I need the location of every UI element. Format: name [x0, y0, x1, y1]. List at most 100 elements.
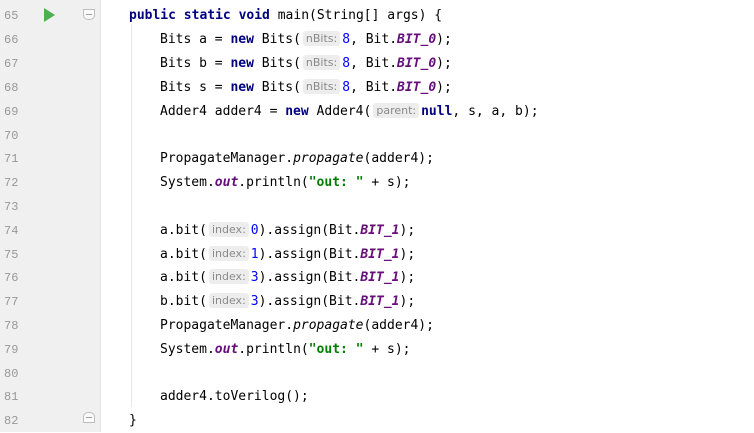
code-text: ); — [436, 80, 452, 95]
number-literal: 0 — [250, 223, 259, 238]
code-text: Adder4 adder4 = — [160, 104, 286, 119]
code-text: a.bit( — [160, 223, 207, 238]
code-line-79[interactable]: System.out.println("out: " + s); — [160, 338, 411, 362]
code-line-65[interactable]: public static void main(String[] args) { — [129, 4, 442, 28]
string-literal: "out: " — [308, 175, 364, 190]
parameter-hint: index: — [208, 269, 249, 284]
line-number: 65 — [4, 9, 19, 23]
fold-start-icon[interactable] — [83, 9, 95, 20]
code-text: a.bit( — [160, 247, 207, 262]
code-text: Adder4( — [308, 104, 372, 119]
code-text: ).assign(Bit. — [258, 270, 361, 285]
code-text: + s); — [363, 342, 411, 357]
line-number: 74 — [4, 224, 19, 238]
code-line-76[interactable]: a.bit(index:3).assign(Bit.BIT_1); — [160, 266, 415, 290]
line-number: 70 — [4, 129, 19, 143]
code-line-71[interactable]: PropagateManager.propagate(adder4); — [160, 147, 434, 171]
keyword: public static void — [129, 8, 270, 23]
keyword: new — [285, 104, 309, 119]
code-text: b.bit( — [160, 294, 207, 309]
line-number: 68 — [4, 81, 19, 95]
code-text: Bits( — [253, 80, 301, 95]
code-text: ).assign(Bit. — [258, 294, 361, 309]
keyword: new — [230, 80, 254, 95]
code-text: ); — [399, 247, 416, 262]
static-field: out — [214, 175, 239, 190]
code-text: Bits a = — [160, 32, 231, 47]
line-number: 76 — [4, 271, 19, 285]
line-number: 81 — [4, 390, 19, 404]
line-number: 75 — [4, 248, 19, 262]
keyword: new — [230, 32, 254, 47]
number-literal: 8 — [342, 80, 351, 95]
indent-guide — [131, 24, 132, 407]
run-triangle-icon[interactable] — [44, 8, 55, 22]
static-field: BIT_0 — [397, 80, 437, 95]
static-field: out — [214, 342, 239, 357]
static-field: BIT_1 — [360, 270, 400, 285]
static-field: BIT_1 — [360, 223, 400, 238]
number-literal: 3 — [250, 270, 259, 285]
code-text: , Bit. — [350, 32, 398, 47]
code-line-69[interactable]: Adder4 adder4 = new Adder4(parent:null, … — [160, 100, 539, 124]
code-line-78[interactable]: PropagateManager.propagate(adder4); — [160, 314, 434, 338]
code-text: (adder4); — [363, 151, 434, 166]
code-text: Bits( — [253, 56, 301, 71]
keyword: null — [421, 104, 453, 119]
parameter-hint: nBits: — [302, 55, 341, 70]
code-text: PropagateManager. — [160, 151, 294, 166]
code-text: , Bit. — [350, 80, 398, 95]
code-line-81[interactable]: adder4.toVerilog(); — [160, 385, 309, 409]
code-text: Bits b = — [160, 56, 231, 71]
parameter-hint: index: — [208, 293, 249, 308]
code-line-72[interactable]: System.out.println("out: " + s); — [160, 171, 411, 195]
string-literal: "out: " — [308, 342, 364, 357]
number-literal: 8 — [342, 32, 351, 47]
parameter-hint: index: — [208, 246, 249, 261]
line-number: 66 — [4, 33, 19, 47]
code-text: System. — [160, 342, 215, 357]
code-text: ); — [399, 223, 416, 238]
code-text: adder4.toVerilog(); — [160, 389, 309, 404]
code-text: Bits( — [253, 32, 301, 47]
code-line-67[interactable]: Bits b = new Bits(nBits:8, Bit.BIT_0); — [160, 52, 452, 76]
line-number: 72 — [4, 176, 19, 190]
parameter-hint: nBits: — [302, 31, 341, 46]
static-field: BIT_0 — [397, 56, 437, 71]
code-text: .println( — [238, 342, 309, 357]
line-number: 69 — [4, 105, 19, 119]
line-number: 71 — [4, 152, 19, 166]
code-text: Bits s = — [160, 80, 231, 95]
code-line-74[interactable]: a.bit(index:0).assign(Bit.BIT_1); — [160, 219, 415, 243]
code-text: } — [129, 413, 137, 428]
code-text: , s, a, b); — [452, 104, 539, 119]
static-field: BIT_0 — [397, 32, 437, 47]
line-number: 77 — [4, 295, 19, 309]
code-text: PropagateManager. — [160, 318, 294, 333]
static-field: BIT_1 — [360, 294, 400, 309]
static-method: propagate — [293, 151, 364, 166]
code-line-82[interactable]: } — [129, 409, 137, 433]
code-line-66[interactable]: Bits a = new Bits(nBits:8, Bit.BIT_0); — [160, 28, 452, 52]
line-number: 78 — [4, 319, 19, 333]
parameter-hint: parent: — [373, 103, 420, 118]
code-text: (adder4); — [363, 318, 434, 333]
number-literal: 3 — [250, 294, 259, 309]
code-line-75[interactable]: a.bit(index:1).assign(Bit.BIT_1); — [160, 243, 415, 267]
code-text: ); — [436, 32, 452, 47]
line-number: 67 — [4, 57, 19, 71]
code-text: + s); — [363, 175, 411, 190]
code-text: a.bit( — [160, 270, 207, 285]
fold-end-icon[interactable] — [83, 412, 95, 423]
number-literal: 1 — [250, 247, 259, 262]
code-line-68[interactable]: Bits s = new Bits(nBits:8, Bit.BIT_0); — [160, 76, 452, 100]
code-text: ); — [399, 294, 416, 309]
code-line-77[interactable]: b.bit(index:3).assign(Bit.BIT_1); — [160, 290, 415, 314]
keyword: new — [230, 56, 254, 71]
code-text: main(String[] args) { — [269, 8, 443, 23]
static-field: BIT_1 — [360, 247, 400, 262]
line-number-gutter — [0, 0, 101, 432]
code-text: ).assign(Bit. — [258, 247, 361, 262]
code-text: .println( — [238, 175, 309, 190]
